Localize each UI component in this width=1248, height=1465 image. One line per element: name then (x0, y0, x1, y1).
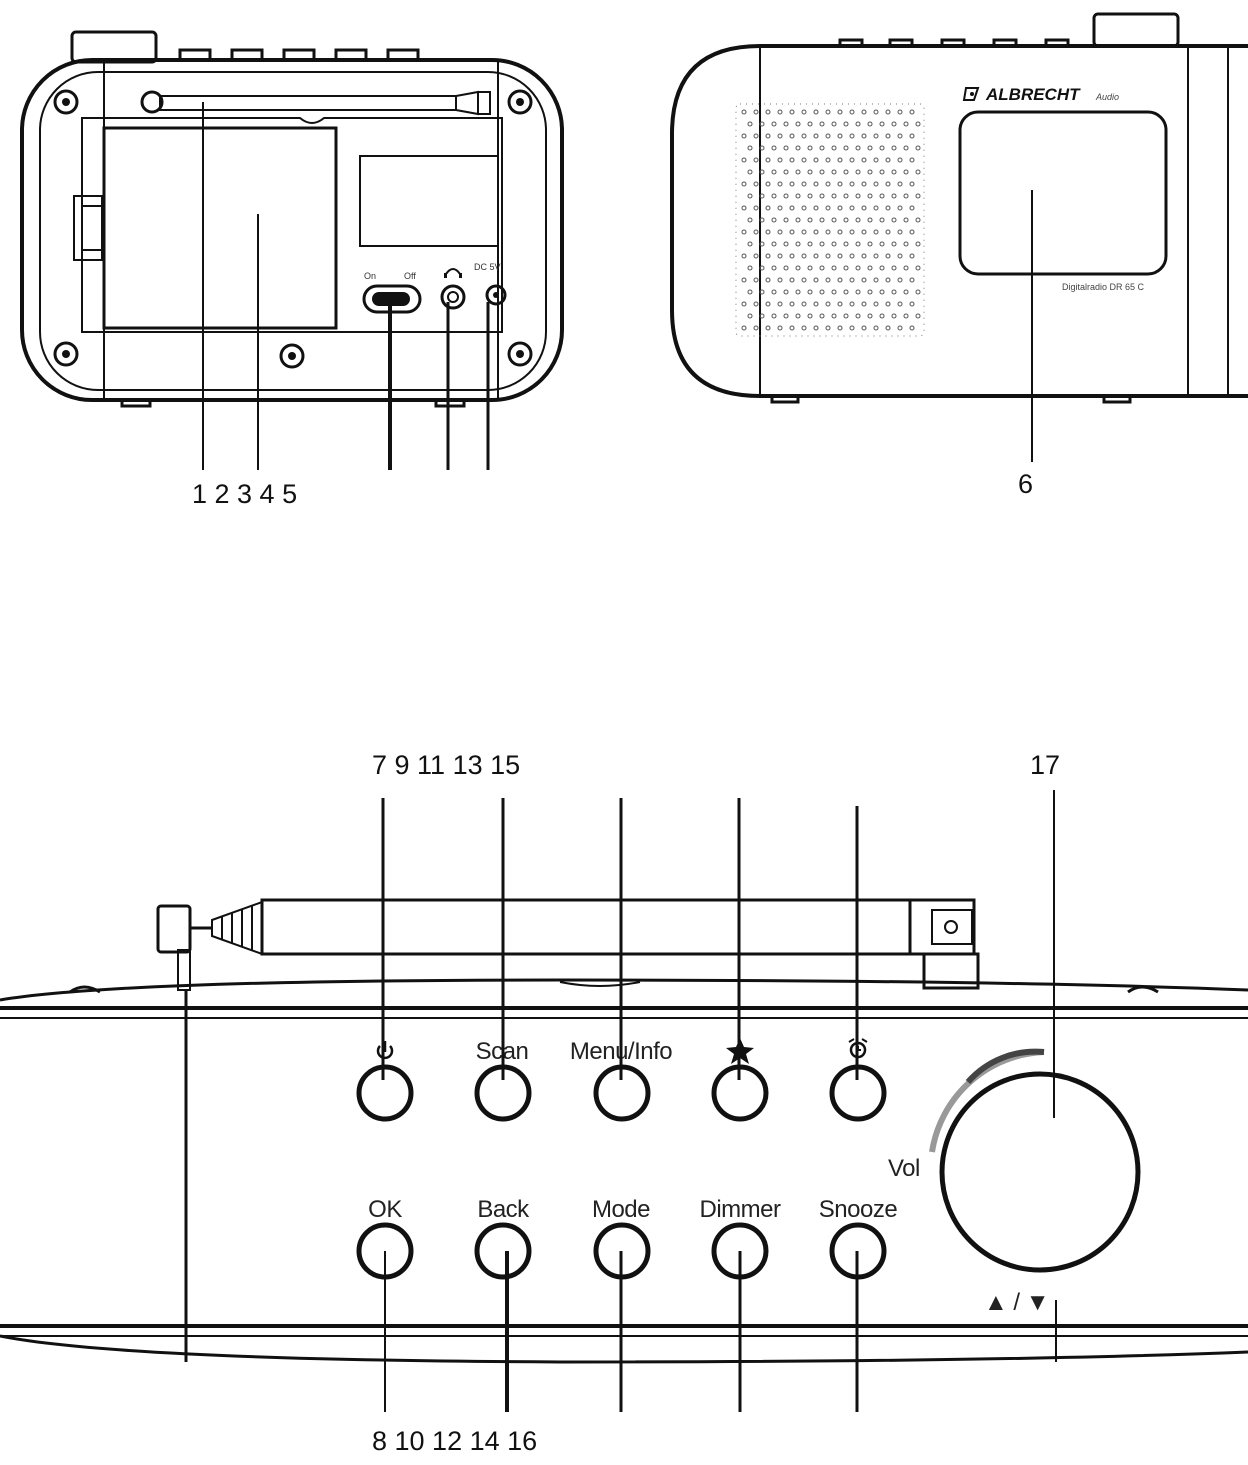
ok-label: OK (368, 1196, 402, 1223)
top-buttons-outline (178, 48, 420, 58)
headphone-jack[interactable] (440, 284, 466, 310)
back-view: On Off DC 5V 1 2 3 4 5 (20, 30, 564, 509)
dimmer-label: Dimmer (700, 1196, 781, 1223)
headphone-icon (444, 268, 462, 278)
back-housing (20, 58, 564, 402)
speaker-grille (741, 109, 921, 331)
top-callout-numbers: 7 9 11 13 15 (372, 750, 520, 780)
dc-input-jack[interactable] (485, 284, 507, 306)
back-housing-inner (39, 71, 547, 391)
speaker-grille-outline (735, 103, 925, 337)
front-callout-number: 6 (1018, 469, 1033, 499)
antenna-pivot (140, 90, 164, 114)
front-view: ALBRECHT Audio Digitalradio DR 65 C 6 (670, 12, 1248, 499)
snooze-label: Snooze (819, 1196, 898, 1223)
knob-callout-number: 17 (1030, 750, 1060, 780)
top-callout-lines (381, 790, 1055, 1118)
back-callout-lines (202, 102, 490, 470)
back-label: Back (477, 1196, 530, 1223)
mode-label: Mode (592, 1196, 650, 1223)
power-switch-slider[interactable] (372, 292, 410, 306)
top-knob (70, 30, 158, 64)
display-window (958, 110, 1168, 276)
volume-arrows: ▲ / ▼ (984, 1289, 1049, 1316)
bottom-callout-numbers: 8 10 12 14 16 (372, 1426, 537, 1456)
model-name: Digitalradio DR 65 C (1062, 282, 1145, 292)
volume-label: Vol (888, 1155, 920, 1182)
front-top-knob (1092, 12, 1180, 48)
control-panel-view: 7 9 11 13 15 17 (0, 750, 1248, 1456)
front-housing (670, 44, 1248, 398)
bottom-callout-lines (384, 1251, 859, 1412)
battery-cover (102, 126, 338, 330)
switch-off-label: Off (404, 271, 416, 281)
dc-label: DC 5V (474, 262, 501, 272)
brand-logo-icon (962, 87, 980, 101)
back-button[interactable] (474, 1222, 532, 1280)
volume-knob[interactable] (939, 1071, 1141, 1273)
label-window (359, 155, 499, 247)
power-button[interactable] (356, 1064, 414, 1122)
power-icon (376, 1041, 394, 1060)
antenna (159, 95, 457, 111)
switch-on-label: On (364, 271, 376, 281)
screw-icons (53, 89, 533, 369)
brand-name: ALBRECHT (985, 85, 1081, 104)
back-callout-numbers: 1 2 3 4 5 (192, 479, 297, 509)
telescopic-antenna (156, 898, 980, 991)
brand-suffix: Audio (1095, 92, 1119, 102)
